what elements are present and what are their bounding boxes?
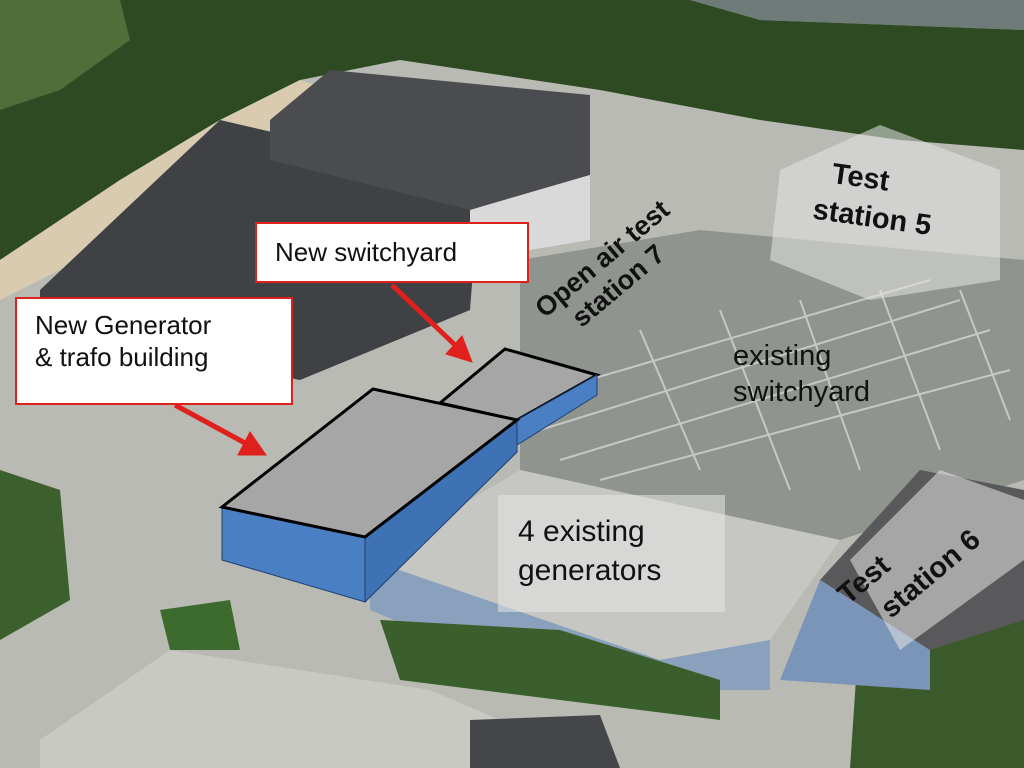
existing-switchyard-text-1: existing: [733, 340, 832, 372]
generators-highlight: [498, 495, 725, 612]
new-switchyard-text: New switchyard: [275, 237, 458, 267]
arrow-to-generator-building: [173, 402, 267, 456]
generators-text-2: generators: [518, 554, 662, 587]
existing-generators-label: 4 existing generators: [518, 512, 661, 590]
new-generator-text-2: & trafo building: [35, 342, 209, 372]
existing-switchyard-text-2: switchyard: [733, 376, 870, 409]
new-generator-building-block: [218, 387, 521, 604]
test-station-5-highlight: [770, 125, 1000, 300]
new-switchyard-label: New switchyard: [255, 222, 529, 283]
new-generator-text-1: New Generator: [35, 310, 212, 340]
arrow-to-switchyard: [390, 283, 473, 363]
test-station-6-highlight: [850, 470, 1024, 650]
existing-switchyard-label: existing switchyard: [733, 338, 870, 411]
generators-text-1: 4 existing: [518, 515, 645, 548]
new-generator-label: New Generator & trafo building: [15, 297, 293, 405]
